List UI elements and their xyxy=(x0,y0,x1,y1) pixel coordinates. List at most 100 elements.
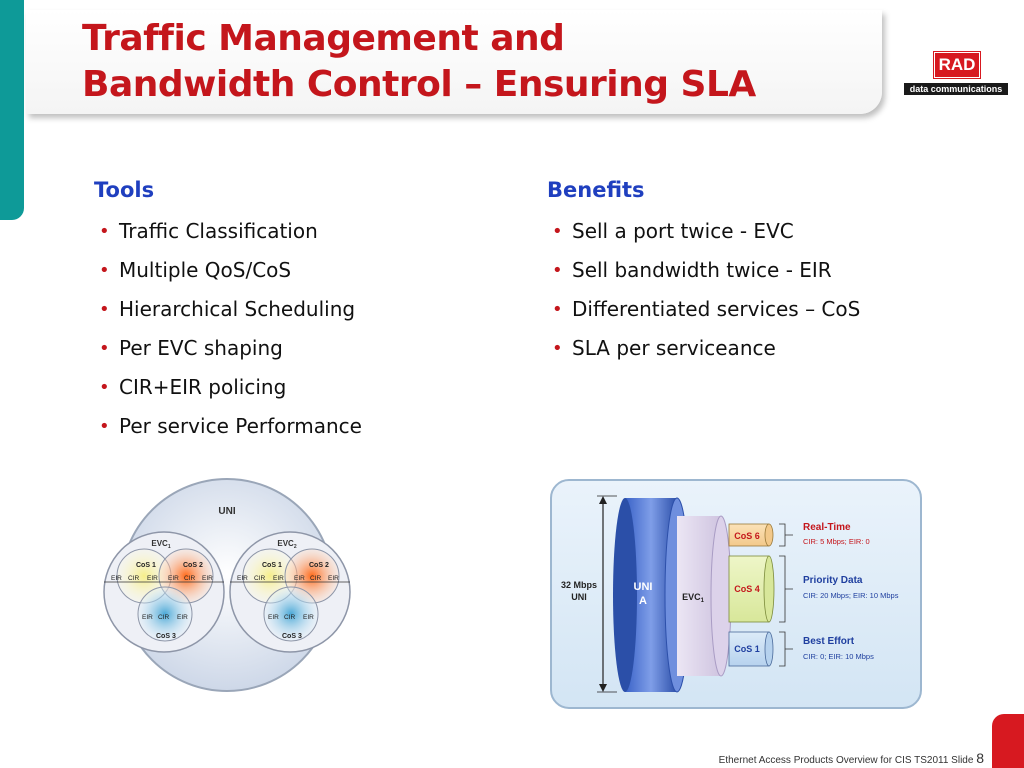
cir-label: CIR xyxy=(284,614,296,621)
evc-label: EVC1 xyxy=(682,592,705,604)
evc1-label: EVC1 xyxy=(151,539,170,550)
evc-cylinder-face xyxy=(710,515,732,677)
list-item-text: Multiple QoS/CoS xyxy=(119,258,292,282)
benefits-heading: Benefits xyxy=(547,178,645,202)
list-item-text: Hierarchical Scheduling xyxy=(119,297,356,321)
class-detail: CIR: 5 Mbps; EIR: 0 xyxy=(803,537,870,546)
cir-label: CIR xyxy=(158,614,170,621)
tools-list: • Traffic Classification • Multiple QoS/Co… xyxy=(94,212,474,446)
evc2-cos3-label: CoS 3 xyxy=(282,633,302,640)
slide-title: Traffic Management and Bandwidth Control… xyxy=(82,16,756,108)
cir-label: CIR xyxy=(310,575,322,582)
cos1-label: CoS 1 xyxy=(734,644,760,654)
list-item: • CIR+EIR policing xyxy=(94,368,474,407)
bandwidth-split-diagram: 32 Mbps UNI UNI A EVC1 CoS 6 CoS 4 CoS 1… xyxy=(550,479,922,709)
cir-label: CIR xyxy=(128,575,140,582)
title-bar xyxy=(26,10,882,114)
evc2-cos1-label: CoS 1 xyxy=(262,562,282,569)
evc1-cos3-circle xyxy=(137,586,193,642)
bullet-icon: • xyxy=(552,299,563,320)
list-item: • Sell bandwidth twice - EIR xyxy=(547,251,927,290)
list-item: • Differentiated services – CoS xyxy=(547,290,927,329)
list-item-text: Per service Performance xyxy=(119,414,362,438)
rad-logo-tagline: data communications xyxy=(904,83,1008,95)
evc2-cos3-circle xyxy=(263,586,319,642)
evc1-cos2-label: CoS 2 xyxy=(183,562,203,569)
cir-label: CIR xyxy=(254,575,266,582)
uni-a-cylinder-back xyxy=(613,498,637,692)
eir-label: EIR xyxy=(273,575,284,582)
arrow-down-icon xyxy=(599,684,607,692)
bullet-icon: • xyxy=(552,260,563,281)
bullet-icon: • xyxy=(99,260,110,281)
bracket-cos4 xyxy=(779,555,793,623)
eir-label: EIR xyxy=(268,614,279,621)
eir-label: EIR xyxy=(237,575,248,582)
class-name: Best Effort xyxy=(803,636,855,647)
benefits-list: • Sell a port twice - EVC • Sell bandwidth… xyxy=(547,212,927,368)
cos4-label: CoS 4 xyxy=(734,584,760,594)
list-item-text: Sell bandwidth twice - EIR xyxy=(572,258,832,282)
eir-label: EIR xyxy=(328,575,339,582)
tools-heading: Tools xyxy=(94,178,155,202)
list-item-text: Sell a port twice - EVC xyxy=(572,219,794,243)
uni-label: UNI xyxy=(218,506,235,517)
benefits-column: Benefits • Sell a port twice - EVC • Sell … xyxy=(547,178,927,368)
list-item: • Per service Performance xyxy=(94,407,474,446)
rad-logo-brand: RAD xyxy=(933,51,981,79)
list-item: • Hierarchical Scheduling xyxy=(94,290,474,329)
eir-label: EIR xyxy=(168,575,179,582)
footer-text: Ethernet Access Products Overview for CI… xyxy=(718,755,974,766)
class-name: Priority Data xyxy=(803,575,863,586)
class-detail: CIR: 0; EIR: 10 Mbps xyxy=(803,652,874,661)
bullet-icon: • xyxy=(552,338,563,359)
cos6-label: CoS 6 xyxy=(734,531,760,541)
port-unit-label: UNI xyxy=(571,592,587,602)
uni-a-label-1: UNI xyxy=(634,581,653,593)
list-item-text: Traffic Classification xyxy=(119,219,318,243)
list-item: • Traffic Classification xyxy=(94,212,474,251)
bullet-icon: • xyxy=(99,338,110,359)
cir-label: CIR xyxy=(184,575,196,582)
teal-accent-tab xyxy=(0,0,24,220)
eir-label: EIR xyxy=(177,614,188,621)
cos1-cylinder xyxy=(728,631,770,667)
title-line-2: Bandwidth Control – Ensuring SLA xyxy=(82,64,756,105)
list-item-text: Per EVC shaping xyxy=(119,336,283,360)
eir-label: EIR xyxy=(294,575,305,582)
class-name: Real-Time xyxy=(803,522,851,533)
evc1-cos1-label: CoS 1 xyxy=(136,562,156,569)
evc1-cos3-label: CoS 3 xyxy=(156,633,176,640)
uni-a-label-2: A xyxy=(639,595,647,607)
eir-label: EIR xyxy=(147,575,158,582)
bullet-icon: • xyxy=(99,416,110,437)
evc2-label: EVC2 xyxy=(277,539,296,550)
slide-number: 8 xyxy=(976,750,984,766)
bracket-cos1 xyxy=(779,631,793,667)
list-item: • Multiple QoS/CoS xyxy=(94,251,474,290)
bullet-icon: • xyxy=(552,221,563,242)
cos4-cylinder xyxy=(728,555,770,623)
eir-label: EIR xyxy=(142,614,153,621)
eir-label: EIR xyxy=(202,575,213,582)
list-item-text: CIR+EIR policing xyxy=(119,375,287,399)
port-speed-label: 32 Mbps xyxy=(561,580,597,590)
eir-label: EIR xyxy=(303,614,314,621)
red-accent-tab xyxy=(992,714,1024,768)
list-item: • Per EVC shaping xyxy=(94,329,474,368)
arrow-up-icon xyxy=(599,496,607,504)
class-detail: CIR: 20 Mbps; EIR: 10 Mbps xyxy=(803,591,899,600)
bullet-icon: • xyxy=(99,221,110,242)
list-item: • SLA per serviceance xyxy=(547,329,927,368)
footer: Ethernet Access Products Overview for CI… xyxy=(719,750,984,766)
title-line-1: Traffic Management and xyxy=(82,18,565,59)
list-item-text: Differentiated services – CoS xyxy=(572,297,861,321)
rad-logo: RAD data communications xyxy=(904,51,1008,96)
uni-evc-cos-diagram: UNI EVC1 EVC2 CoS 1 CoS 2 CoS 3 EIR CIR … xyxy=(103,478,351,692)
list-item: • Sell a port twice - EVC xyxy=(547,212,927,251)
bracket-cos6 xyxy=(779,523,793,547)
eir-label: EIR xyxy=(111,575,122,582)
bullet-icon: • xyxy=(99,299,110,320)
list-item-text: SLA per serviceance xyxy=(572,336,776,360)
bullet-icon: • xyxy=(99,377,110,398)
